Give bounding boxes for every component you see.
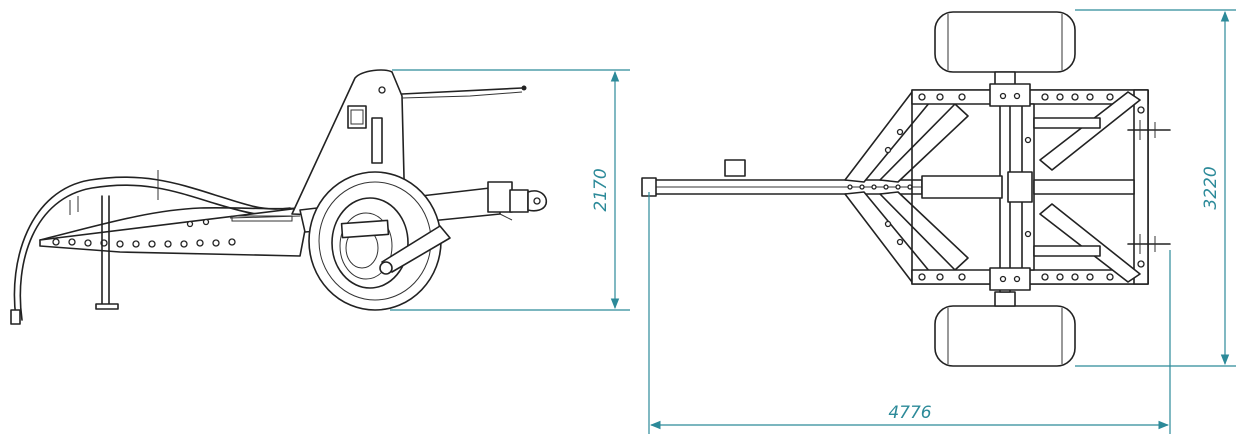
dimension-top-length: 4776 xyxy=(888,403,931,423)
antenna-rod xyxy=(401,87,523,95)
frame-holes xyxy=(884,92,1145,283)
side-wheel xyxy=(308,171,442,311)
upper-frame-curve xyxy=(39,206,301,241)
top-drawbar xyxy=(641,159,1003,199)
top-wheel-lower xyxy=(934,291,1076,367)
dimension-side-height: 2170 xyxy=(591,168,611,211)
dimension-lines xyxy=(390,9,1236,434)
top-wheel-upper xyxy=(934,11,1076,87)
diagonal-arms xyxy=(844,91,969,283)
top-view-trailer xyxy=(641,11,1171,367)
logo-badge xyxy=(347,105,367,129)
support-leg xyxy=(95,195,119,310)
hydraulic-hose xyxy=(13,176,291,319)
side-view-trailer xyxy=(10,69,548,325)
rear-pins xyxy=(1127,120,1171,254)
perforated-beam xyxy=(39,207,306,257)
dimension-top-width: 3220 xyxy=(1201,166,1221,209)
